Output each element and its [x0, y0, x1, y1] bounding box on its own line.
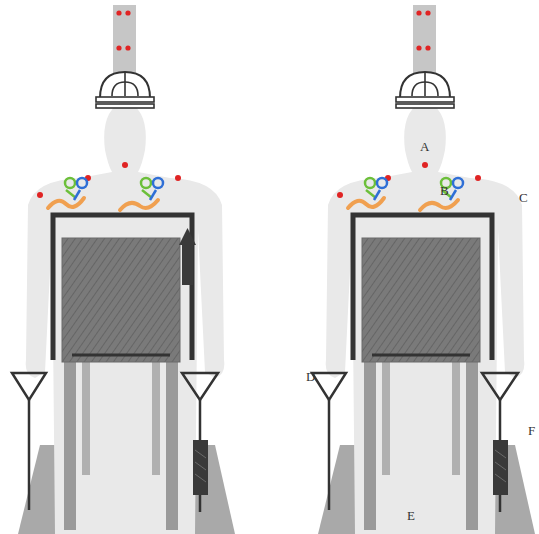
- part-label: B: [440, 184, 449, 198]
- part-label: A: [420, 140, 429, 154]
- part-label: E: [407, 509, 415, 523]
- motion-arrow: [179, 228, 196, 285]
- part-label: F: [528, 424, 535, 438]
- right-panel: [312, 5, 535, 534]
- part-label: D: [306, 370, 315, 384]
- left-panel: [12, 5, 235, 534]
- part-label: C: [519, 191, 528, 205]
